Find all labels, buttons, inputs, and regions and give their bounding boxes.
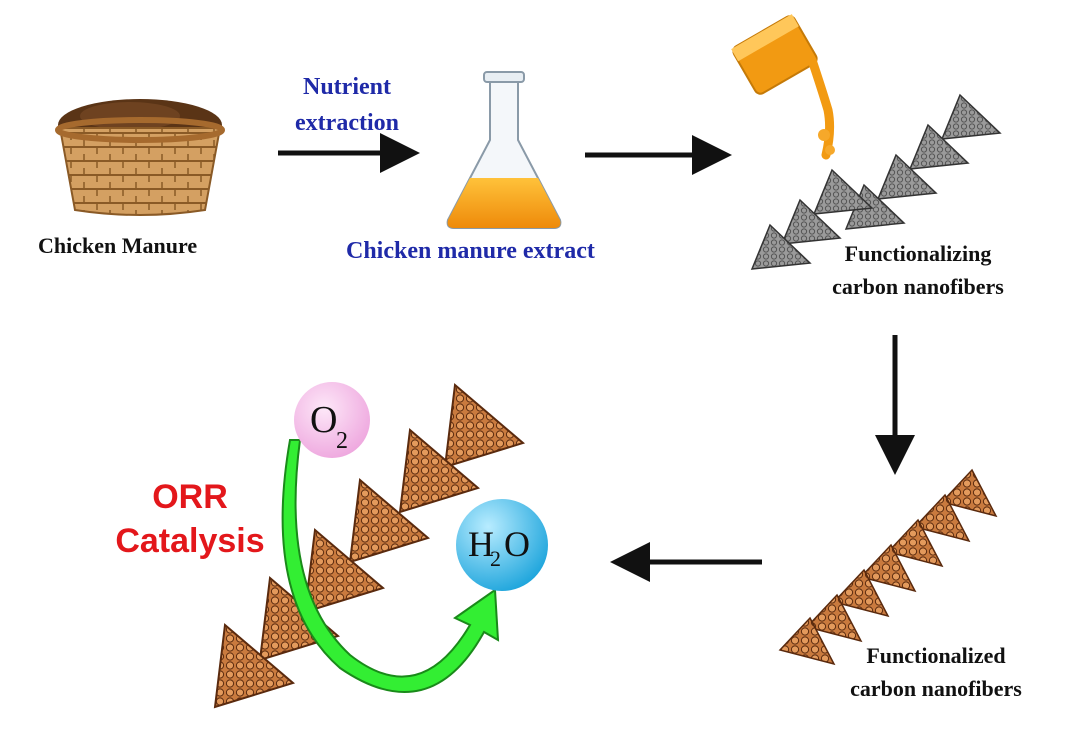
o2-molecule: O 2	[294, 382, 370, 458]
label-chicken-manure-extract: Chicken manure extract	[346, 238, 595, 264]
pouring-beaker-icon	[731, 14, 835, 160]
label-nutrient-extraction-1: Nutrient	[303, 74, 391, 100]
h2o-h: H	[468, 524, 494, 564]
brown-nanofiber-large	[213, 383, 526, 709]
h2o-molecule: H 2 O	[456, 499, 548, 591]
green-reaction-arrow	[281, 439, 500, 693]
h2o-o: O	[504, 524, 530, 564]
label-functionalizing-2: carbon nanofibers	[832, 274, 1004, 299]
o2-subscript: 2	[336, 428, 348, 454]
label-nutrient-extraction-2: extraction	[295, 110, 399, 136]
label-functionalized-1: Functionalized	[866, 643, 1006, 668]
label-orr-2: Catalysis	[115, 522, 265, 560]
gray-nanofiber-icon	[750, 93, 1002, 270]
basket-icon	[55, 99, 225, 216]
o2-symbol: O	[310, 399, 337, 441]
h2o-subscript: 2	[490, 546, 501, 571]
brown-nanofiber-icon	[778, 468, 998, 666]
label-chicken-manure: Chicken Manure	[38, 233, 198, 258]
label-functionalizing-1: Functionalizing	[844, 241, 992, 266]
flask-icon	[446, 71, 562, 229]
label-functionalized-2: carbon nanofibers	[850, 676, 1022, 701]
label-orr-1: ORR	[152, 478, 228, 516]
